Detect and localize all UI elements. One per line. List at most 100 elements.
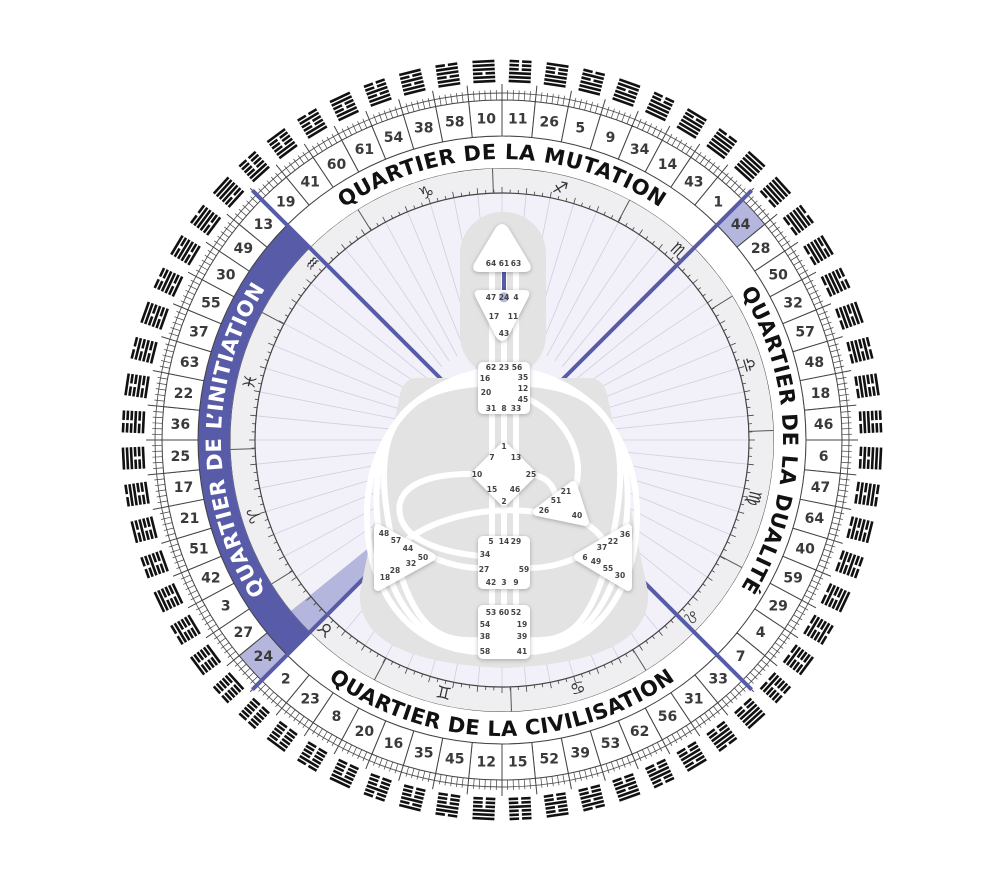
gate-number: 12 — [476, 755, 495, 771]
inner-tick — [733, 351, 737, 354]
outer-tick — [159, 511, 170, 515]
outer-tick — [774, 231, 784, 238]
inner-tick — [658, 244, 663, 250]
gate-number: 56 — [658, 709, 677, 725]
outer-tick — [828, 343, 839, 347]
center-gate-number: 35 — [518, 373, 528, 382]
outer-tick — [411, 101, 415, 112]
outer-tick — [183, 295, 193, 300]
gate-radial-line — [580, 302, 708, 388]
outer-tick — [288, 709, 296, 718]
outer-tick — [823, 327, 834, 332]
outer-tick — [828, 533, 839, 537]
inner-tick — [735, 359, 740, 361]
outer-tick — [652, 744, 658, 755]
gate-number: 13 — [254, 217, 273, 233]
outer-tick — [165, 533, 176, 537]
inner-tick — [702, 293, 706, 297]
outer-tick — [523, 779, 526, 790]
hexagram-icon — [435, 62, 461, 88]
outer-tick — [405, 766, 409, 777]
gate-number: 35 — [414, 745, 433, 761]
center-gate-number: 19 — [517, 620, 527, 629]
outer-tick — [455, 777, 458, 788]
gate-number: 40 — [795, 541, 815, 557]
inner-tick — [610, 215, 614, 219]
outer-tick — [478, 90, 481, 101]
outer-tick — [293, 158, 300, 168]
outer-tick — [394, 106, 399, 117]
outer-tick — [757, 208, 766, 217]
inner-tick — [376, 653, 379, 658]
outer-tick — [562, 774, 566, 785]
outer-tick — [362, 751, 368, 762]
outer-tick — [801, 271, 817, 281]
hexagram-icon — [854, 481, 880, 507]
outer-tick — [704, 158, 711, 168]
center-gate-number: 57 — [391, 536, 401, 545]
outer-tick — [600, 99, 606, 115]
center-gate-number: 48 — [379, 529, 389, 538]
gate-radial-line — [595, 391, 745, 422]
inner-tick — [740, 374, 745, 377]
outer-tick — [373, 114, 378, 124]
gate-radial-line — [256, 415, 408, 432]
outer-tick — [661, 125, 671, 141]
center-gate-number: 50 — [418, 553, 428, 562]
outer-tick — [246, 672, 255, 680]
hexagram-icon — [140, 301, 169, 330]
outer-tick — [523, 90, 526, 101]
center-gate-number: 27 — [479, 565, 489, 574]
outer-tick — [162, 522, 173, 526]
outer-tick — [695, 152, 702, 161]
outer-tick — [721, 699, 729, 708]
inner-tick — [436, 197, 439, 202]
center-gate-number: 6 — [582, 553, 587, 562]
inner-tick — [652, 635, 655, 639]
inner-tick — [257, 495, 262, 498]
outer-tick — [293, 712, 300, 722]
outer-tick — [316, 142, 323, 152]
inner-tick — [735, 519, 740, 521]
outer-tick — [161, 336, 177, 342]
hexagram-icon — [782, 204, 815, 236]
inner-tick — [318, 268, 322, 272]
outer-tick — [713, 706, 720, 715]
hexagram-icon — [612, 773, 641, 802]
inner-tick — [692, 279, 698, 284]
outer-tick — [730, 691, 738, 700]
inner-tick — [382, 657, 386, 664]
outer-tick — [422, 99, 426, 109]
outer-tick — [152, 370, 169, 375]
gate-radial-line — [273, 345, 415, 405]
outer-tick — [432, 90, 437, 107]
gate-radial-line — [596, 415, 748, 432]
outer-tick — [642, 749, 647, 759]
inner-tick — [581, 673, 583, 678]
center-gate-number: 38 — [480, 632, 490, 641]
outer-tick — [333, 125, 343, 141]
gate-number: 29 — [768, 599, 787, 615]
gate-number: 57 — [795, 325, 814, 341]
outer-tick — [362, 118, 368, 129]
outer-tick — [234, 213, 243, 221]
hexagram-icon — [297, 108, 328, 139]
hexagram-icon — [435, 792, 461, 818]
outer-tick — [757, 663, 766, 672]
centers — [374, 224, 632, 659]
inner-tick — [596, 668, 600, 674]
outer-tick — [157, 376, 168, 380]
outer-tick — [352, 747, 357, 757]
inner-tick — [289, 307, 293, 310]
inner-tick — [413, 205, 416, 209]
outer-tick — [778, 637, 787, 645]
outer-tick — [761, 213, 770, 221]
outer-tick — [834, 365, 845, 369]
center-gate-number: 16 — [480, 374, 490, 383]
outer-tick — [152, 461, 163, 464]
outer-tick — [616, 760, 621, 770]
gate-number: 53 — [601, 736, 620, 752]
center-gate-number: 23 — [499, 363, 509, 372]
outer-tick — [830, 349, 841, 353]
